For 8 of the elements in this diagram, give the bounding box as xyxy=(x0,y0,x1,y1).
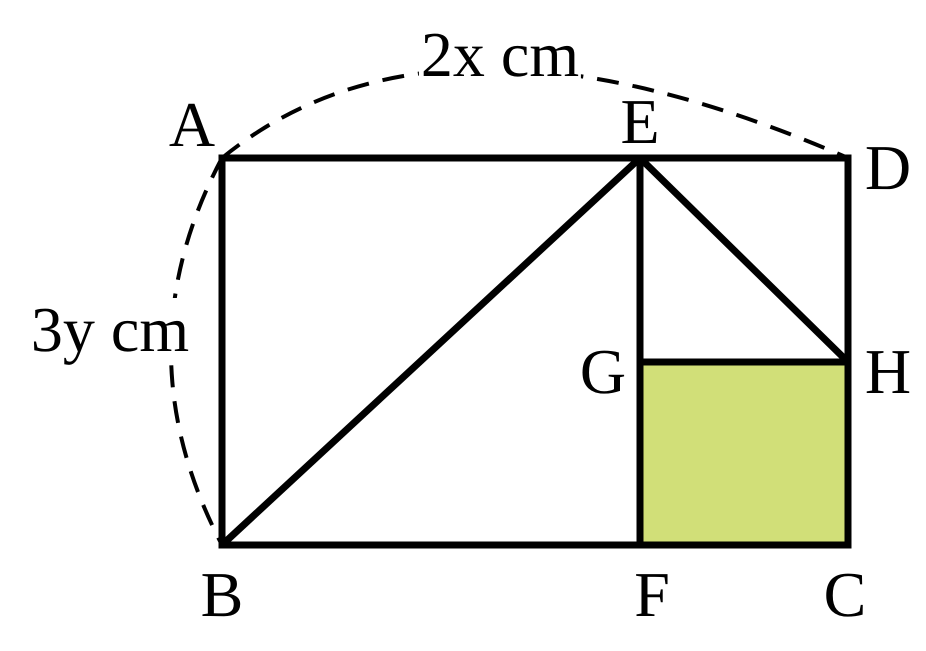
point-label: D xyxy=(864,136,912,200)
point-label: G xyxy=(578,340,628,404)
point-label: E xyxy=(619,90,661,154)
point-label: C xyxy=(822,563,868,627)
point-label: F xyxy=(633,563,671,627)
point-label: A xyxy=(168,93,216,157)
point-label: H xyxy=(864,340,912,404)
point-label: B xyxy=(200,563,244,627)
